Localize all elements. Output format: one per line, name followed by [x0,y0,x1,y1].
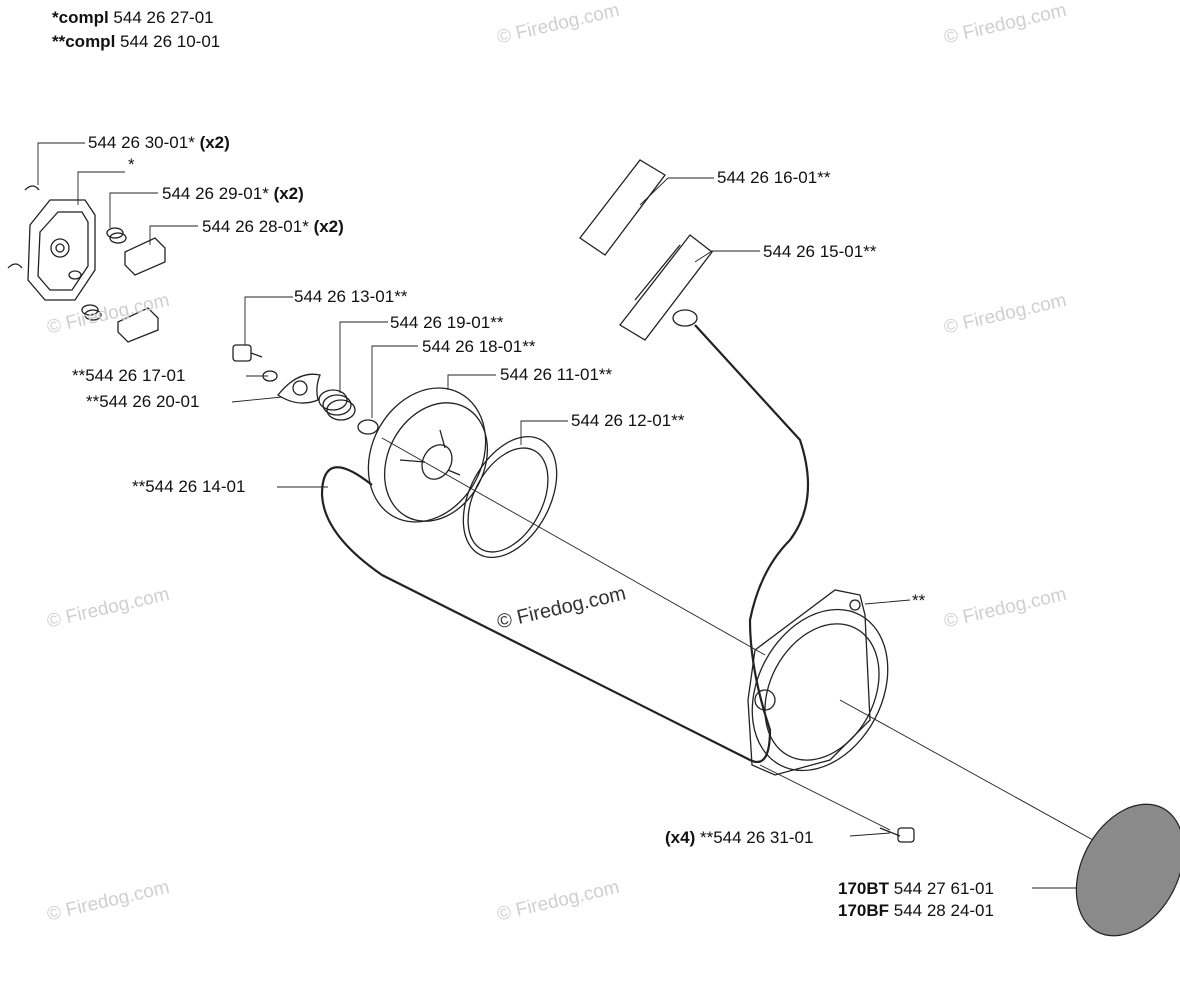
part-number: 544 28 24-01 [893,901,994,920]
label-544-26-16-01: 544 26 16-01** [717,168,831,187]
washer-part [262,370,278,382]
label-model-1: 170BT 544 27 61-01 [838,879,994,899]
label-544-26-17-01: **544 26 17-01 [72,366,186,385]
compl-line-2: **compl 544 26 10-01 [52,32,220,52]
qty: (x2) [313,217,344,236]
label-544-26-31-01: (x4) **544 26 31-01 [665,828,813,848]
label-544-26-14-01: **544 26 14-01 [132,477,246,496]
handle-part [579,159,713,341]
label-544-26-20-01: **544 26 20-01 [86,392,200,411]
recoil-spring-part [462,435,558,559]
screw-part [879,827,915,843]
label-544-26-12-01: 544 26 12-01** [571,411,685,430]
clutch-housing-part [7,185,96,301]
disc-part [357,419,379,435]
pulley-part [367,387,489,523]
qty: (x2) [199,133,230,152]
label-544-26-28-01: 544 26 28-01* (x2) [202,217,344,237]
label-544-26-15-01: 544 26 15-01** [763,242,877,261]
qty: (x2) [273,184,304,203]
pawl-cam-part [277,373,321,404]
compl-number-1: 544 26 27-01 [113,8,214,27]
label-544-26-30-01: 544 26 30-01* (x2) [88,133,230,153]
label-544-26-18-01: 544 26 18-01** [422,337,536,356]
part-number: 544 27 61-01 [893,879,994,898]
compl-prefix-1: *compl [52,8,109,27]
model-name: 170BT [838,879,890,898]
starter-housing-part [747,589,889,776]
leader-lines [37,142,1121,889]
label-544-26-29-01: 544 26 29-01* (x2) [162,184,304,204]
label-model-2: 170BF 544 28 24-01 [838,901,994,921]
part-number: 544 26 28-01* [202,217,309,236]
compl-prefix-2: **compl [52,32,116,51]
label-544-26-11-01: 544 26 11-01** [500,365,613,384]
pawl-parts [117,237,166,343]
label-544-26-19-01: 544 26 19-01** [390,313,504,332]
compl-line-1: *compl 544 26 27-01 [52,8,214,28]
qty: (x4) [665,828,696,847]
decal-part [1075,803,1180,937]
starter-rope [320,324,810,763]
spring-small-parts [81,227,127,321]
part-number: 544 26 30-01* [88,133,195,152]
label-544-26-13-01: 544 26 13-01** [294,287,408,306]
part-number: **544 26 31-01 [699,828,814,847]
label-star: * [128,155,135,174]
label-housing: ** [912,591,926,610]
spring-part [318,389,356,421]
part-number: 544 26 29-01* [162,184,269,203]
compl-number-2: 544 26 10-01 [120,32,221,51]
center-bolt [232,344,263,362]
model-name: 170BF [838,901,890,920]
